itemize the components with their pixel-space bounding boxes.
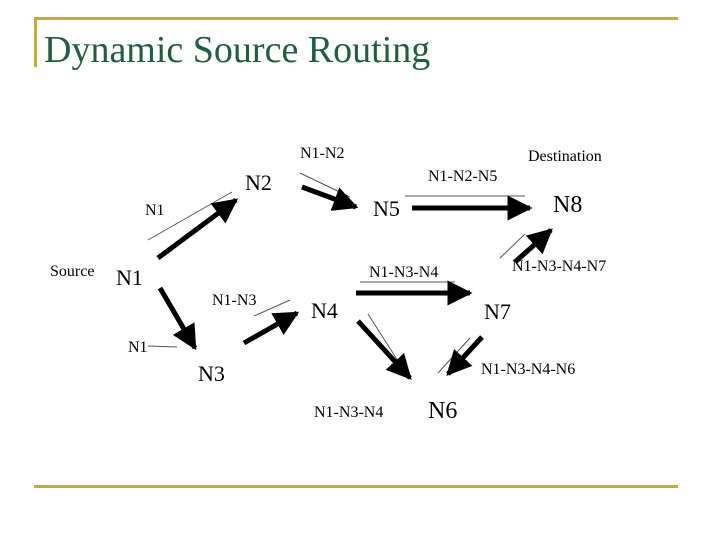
title-rule-left	[34, 17, 37, 67]
arrow-n2-n5	[301, 184, 359, 211]
destination-label: Destination	[528, 148, 602, 165]
footer-rule	[34, 485, 678, 488]
node-n5: N5	[373, 196, 400, 221]
node-n8: N8	[553, 192, 583, 218]
slide-title: Dynamic Source Routing	[44, 29, 431, 71]
thin-line-n7-n8	[499, 233, 526, 259]
source-label: Source	[50, 263, 95, 280]
title-rule-top	[34, 17, 678, 20]
thin-line-n1-n3	[147, 345, 178, 348]
route-record-n4-n6: N1-N3-N4	[314, 404, 384, 421]
node-n2: N2	[245, 170, 272, 195]
route-record-n1-n2: N1	[145, 202, 165, 219]
arrow-n7-n8	[513, 228, 553, 264]
arrow-n1-n2	[156, 197, 239, 261]
thin-line-n3-n4	[253, 299, 291, 317]
arrow-n1-n3	[157, 286, 198, 351]
arrow-n7-n6	[446, 335, 484, 376]
node-n1: N1	[116, 265, 143, 290]
route-record-n5-n8: N1-N2-N5	[428, 168, 498, 185]
arrow-n4-n6	[356, 319, 412, 380]
route-record-n3-n4: N1-N3	[212, 292, 257, 309]
route-record-n7-n6: N1-N3-N4-N6	[481, 361, 576, 378]
node-n3: N3	[198, 361, 225, 386]
node-n6: N6	[428, 398, 458, 424]
node-n7: N7	[484, 299, 511, 324]
route-record-n2-n5: N1-N2	[300, 145, 345, 162]
route-record-n7-n8: N1-N3-N4-N7	[512, 258, 607, 275]
node-n4: N4	[311, 298, 338, 323]
arrow-n3-n4	[242, 310, 300, 346]
route-record-n1-n3: N1	[128, 339, 148, 356]
route-record-n4-n7: N1-N3-N4	[369, 264, 439, 281]
